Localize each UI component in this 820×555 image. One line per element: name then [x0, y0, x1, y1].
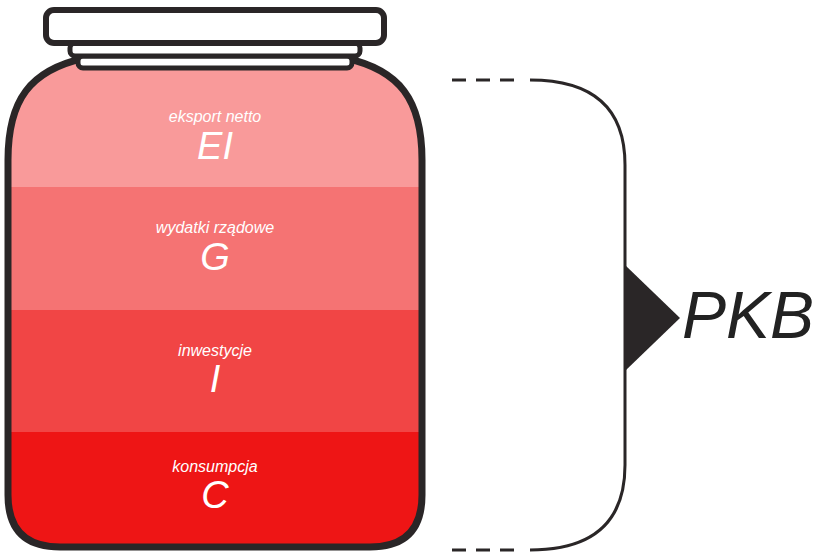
- band-fill: [0, 432, 430, 555]
- band-symbol: G: [200, 238, 230, 278]
- band-label: wydatki rządowe: [156, 219, 274, 237]
- jar-band: inwestycjeI: [12, 310, 418, 432]
- bracket-arrow: [625, 265, 680, 371]
- band-symbol: EI: [197, 127, 233, 167]
- bracket: [530, 80, 625, 550]
- band-label: eksport netto: [169, 108, 262, 126]
- band-label: inwestycje: [178, 342, 252, 360]
- jar-outline: [8, 58, 422, 547]
- bracket-dash: [452, 549, 522, 552]
- jar-band: wydatki rządoweG: [12, 187, 418, 310]
- band-label: konsumpcja: [172, 458, 257, 476]
- band-fill: [0, 310, 430, 432]
- bracket-dash: [452, 79, 522, 82]
- jar-band: eksport nettoEI: [20, 88, 410, 187]
- band-fill: [0, 0, 430, 187]
- jar-contents: [0, 0, 430, 555]
- jar-band: konsumpcjaC: [12, 432, 418, 542]
- result-label: PKB: [682, 282, 814, 348]
- jar-lid: [46, 10, 384, 43]
- band-symbol: C: [201, 476, 228, 516]
- band-symbol: I: [210, 360, 221, 400]
- band-fill: [0, 187, 430, 310]
